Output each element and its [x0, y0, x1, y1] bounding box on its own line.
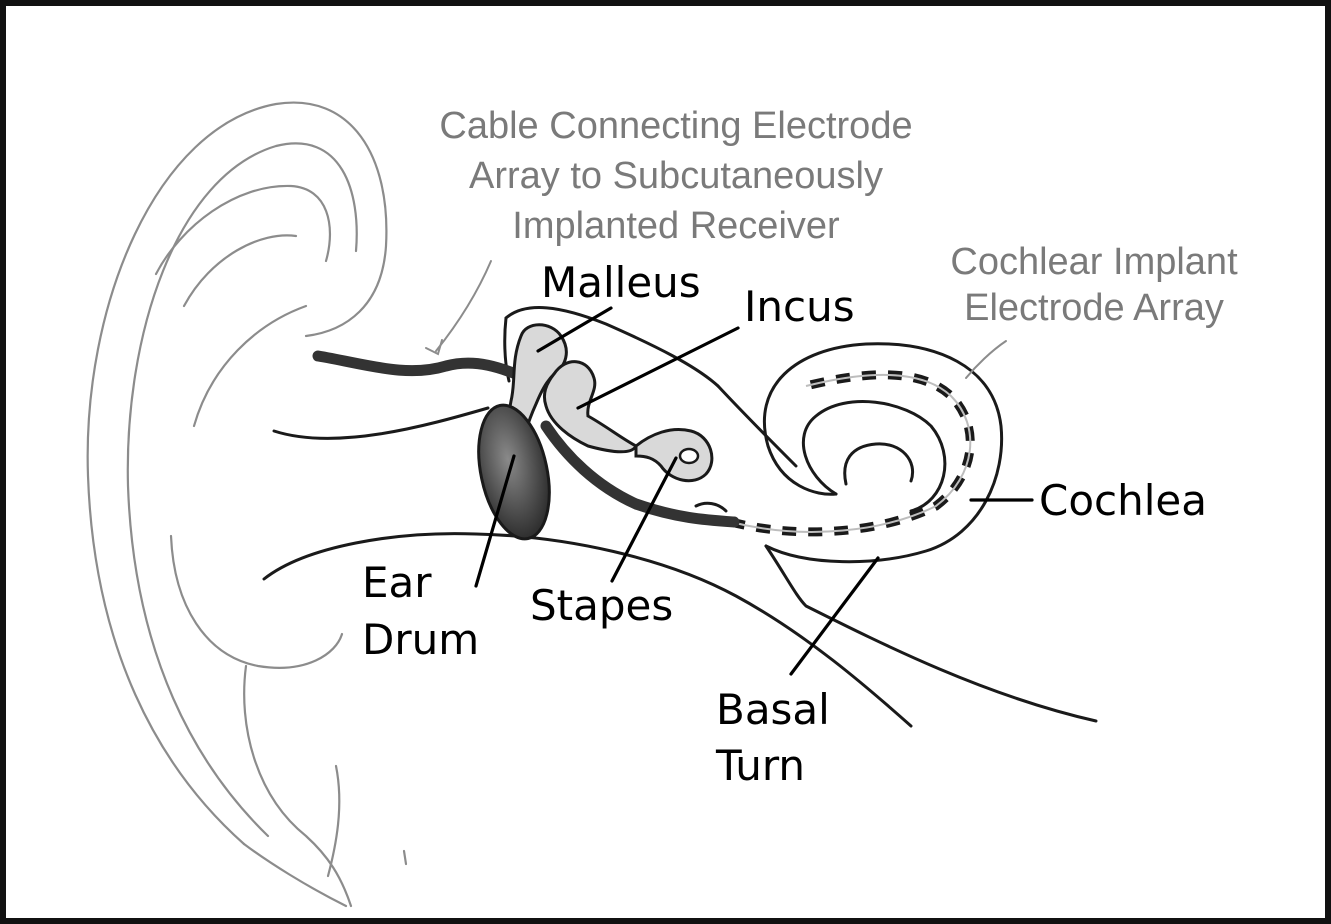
label-incus: Incus [744, 282, 855, 331]
cable-caption-line3: Implanted Receiver [512, 205, 840, 247]
label-ear: Ear [362, 558, 432, 607]
implant-caption-line2: Electrode Array [964, 287, 1224, 329]
stapes-shape [636, 429, 712, 480]
label-stapes: Stapes [530, 581, 673, 630]
cable-caption-line2: Array to Subcutaneously [469, 155, 883, 197]
label-drum: Drum [362, 615, 479, 664]
ear-anatomy-drawing: Cable Connecting Electrode Array to Subc… [6, 6, 1331, 924]
implant-caption: Cochlear Implant Electrode Array [950, 241, 1238, 329]
label-turn: Turn [715, 741, 805, 790]
pinna-outline [88, 103, 406, 906]
cable-caption-line1: Cable Connecting Electrode [439, 105, 912, 147]
label-basal: Basal [716, 685, 830, 734]
implant-caption-line1: Cochlear Implant [950, 241, 1238, 283]
label-cochlea: Cochlea [1039, 476, 1207, 525]
cable-caption: Cable Connecting Electrode Array to Subc… [439, 105, 912, 247]
label-malleus: Malleus [541, 258, 701, 307]
